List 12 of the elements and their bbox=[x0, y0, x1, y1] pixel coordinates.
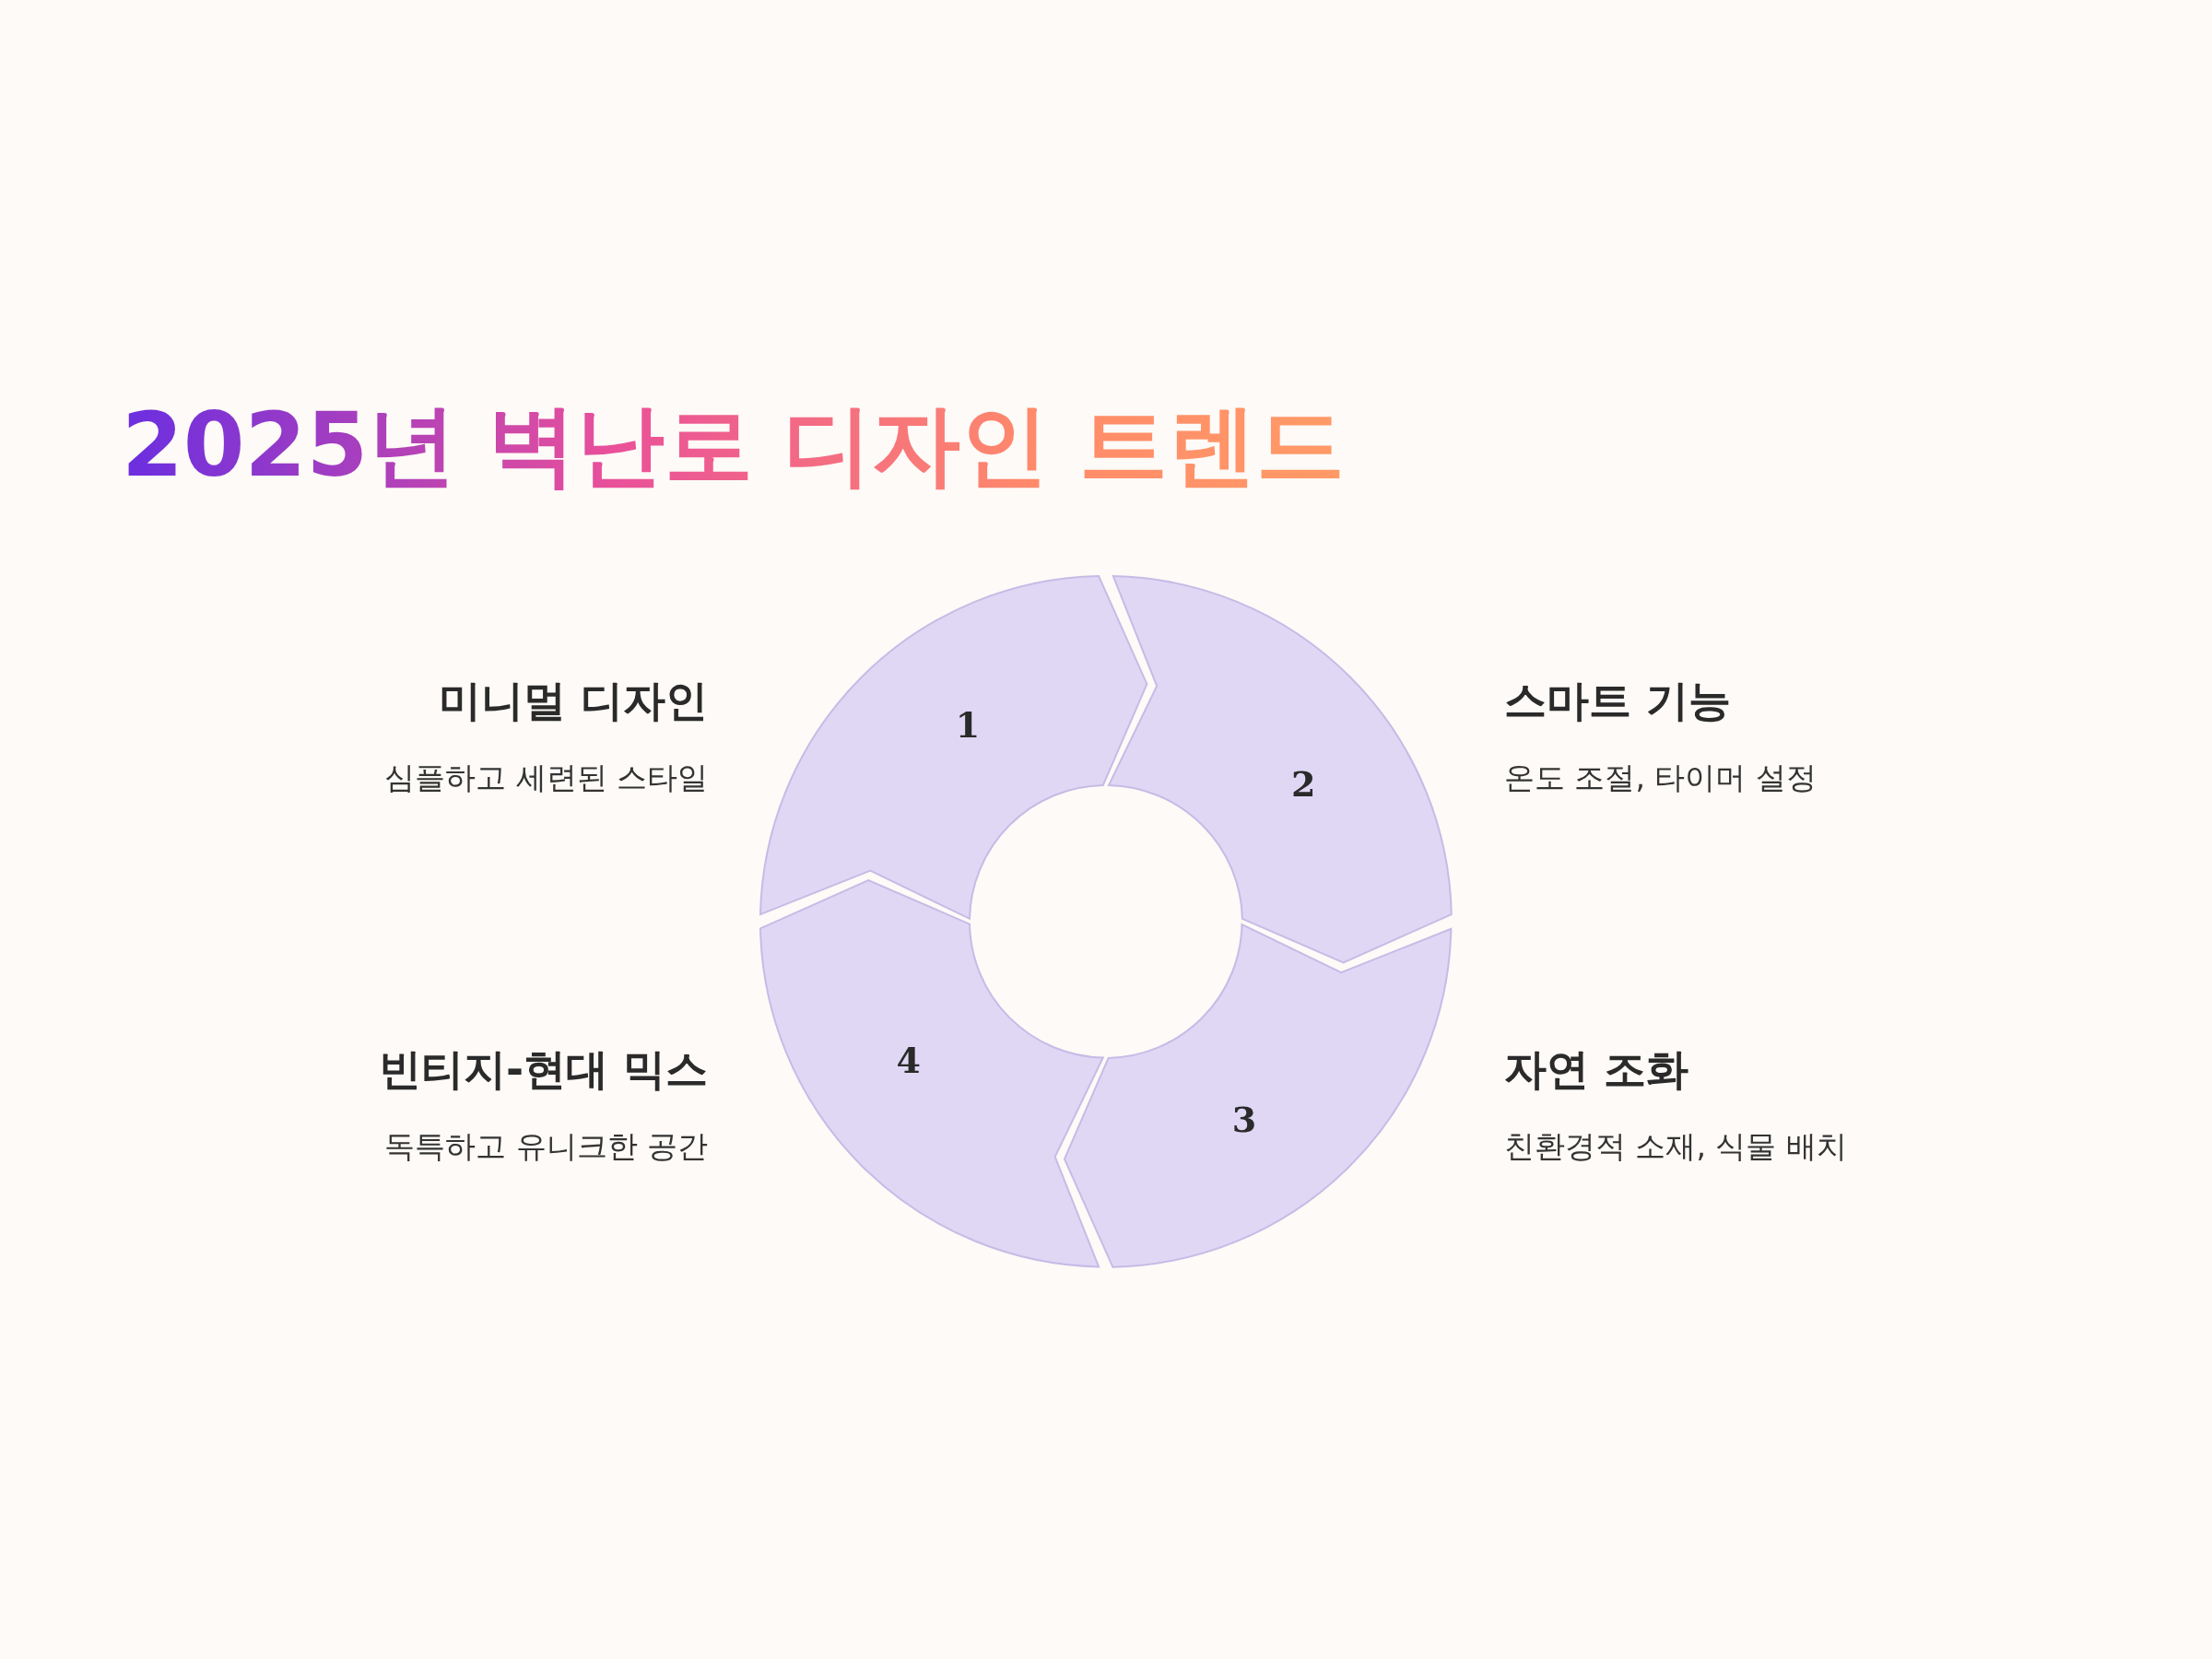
step-description: 심플하고 세련된 스타일 bbox=[384, 759, 708, 797]
step-number: 4 bbox=[896, 1039, 921, 1081]
step-number: 1 bbox=[955, 703, 981, 746]
step-heading: 자연 조화 bbox=[1504, 1043, 1688, 1096]
step-heading: 빈티지-현대 믹스 bbox=[378, 1043, 708, 1096]
step-number: 2 bbox=[1290, 762, 1316, 805]
step-description: 친환경적 소재, 식물 배치 bbox=[1504, 1127, 1847, 1166]
step-description: 온도 조절, 타이머 설정 bbox=[1504, 759, 1817, 797]
step-heading: 스마트 기능 bbox=[1504, 675, 1731, 727]
step-description: 독특하고 유니크한 공간 bbox=[384, 1127, 708, 1166]
step-number: 3 bbox=[1231, 1098, 1257, 1140]
step-heading: 미니멀 디자인 bbox=[439, 675, 708, 727]
